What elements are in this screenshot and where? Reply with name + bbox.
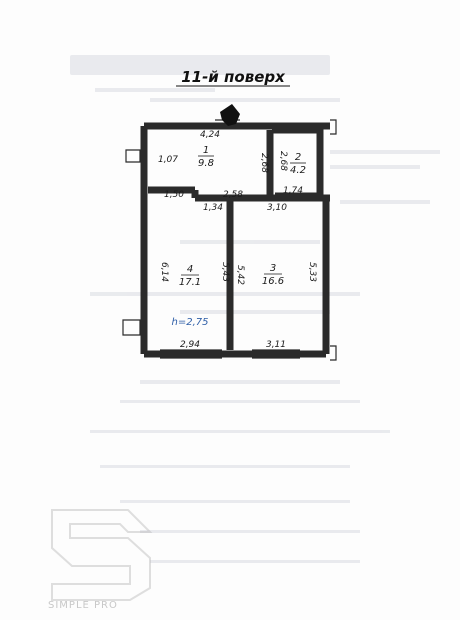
ceiling-height-label: h=2,75 — [172, 317, 209, 328]
dim-room3-top: 3,10 — [267, 203, 287, 213]
room-area: 9.8 — [198, 158, 214, 169]
dim-corridor-width: 2,58 — [223, 190, 243, 200]
dim-room1-right: 2,68 — [259, 153, 269, 173]
dim-room4-top-left: 1,50 — [164, 190, 184, 200]
dim-room2-height: 2,68 — [278, 151, 288, 171]
dim-room4-top-right: 1,34 — [203, 203, 223, 213]
watermark-brand: SIMPLE PRO — [48, 600, 118, 611]
dim-room4-bottom: 2,94 — [180, 340, 200, 350]
room-number: 3 — [270, 263, 276, 274]
dim-room3-right: 5,33 — [307, 262, 317, 282]
room-area: 16.6 — [262, 276, 284, 287]
room-area: 4.2 — [290, 165, 306, 176]
room-3: 3 16.6 — [262, 263, 284, 287]
room-1: 1 9.8 — [198, 145, 214, 169]
dim-room3-left: 5,42 — [235, 265, 245, 285]
walls — [140, 122, 330, 358]
dim-room1-left: 1,07 — [158, 155, 178, 165]
dim-room3-bottom: 3,11 — [266, 340, 286, 350]
room-number: 1 — [203, 145, 209, 156]
watermark-logo-icon — [51, 509, 153, 601]
dim-room2-width: 1,74 — [283, 186, 303, 196]
dim-top-width: 4,24 — [200, 130, 220, 140]
dim-room4-left: 6,14 — [159, 262, 169, 282]
room-number: 4 — [187, 264, 193, 275]
wall-details — [122, 119, 337, 361]
room-2: 2 4.2 — [290, 152, 306, 176]
background-ghost — [70, 55, 440, 563]
room-number: 2 — [295, 152, 301, 163]
room-4: 4 17.1 — [179, 264, 201, 288]
room-area: 17.1 — [179, 277, 201, 288]
floor-title: 11-й поверх — [181, 68, 286, 86]
entry-marker-icon — [220, 104, 240, 126]
dim-room4-right: 5,43 — [220, 262, 230, 282]
dimensions: 4,24 1,07 2,68 2,68 1,74 1,50 2,58 1,34 … — [158, 130, 317, 350]
